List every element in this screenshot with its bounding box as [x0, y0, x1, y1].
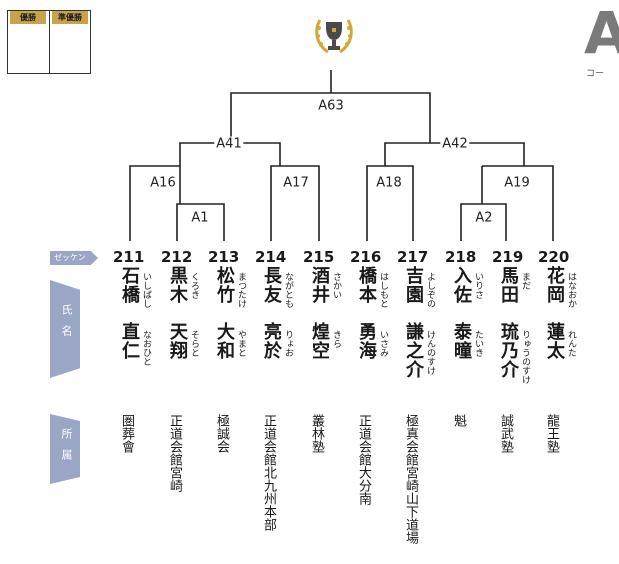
affiliation-section-tab: 所属	[50, 414, 80, 484]
given-kana: けんのすけ	[425, 330, 435, 375]
given-name: 亮於	[261, 322, 282, 360]
name-section-label: 氏名	[60, 304, 73, 346]
surname-kana: いしばし	[141, 272, 151, 308]
given-kana: きら	[331, 330, 341, 348]
affiliation-section-label: 所属	[60, 428, 73, 470]
bib-number: 212	[161, 248, 193, 266]
bib-number: 218	[445, 248, 477, 266]
match-label: A63	[316, 98, 346, 114]
winner-header: 優勝	[10, 11, 46, 24]
surname-kana: さかい	[331, 272, 341, 299]
surname-kana: いりさ	[473, 272, 483, 299]
surname-kana: ながとも	[283, 272, 293, 308]
surname-kana: よしぞの	[425, 272, 435, 308]
bib-number: 219	[492, 248, 524, 266]
surname: 石橋	[119, 266, 140, 304]
bib-number: 213	[208, 248, 240, 266]
court-subtitle: コー	[586, 69, 605, 79]
surname: 馬田	[498, 266, 519, 304]
given-kana: いさみ	[378, 330, 388, 357]
given-name: 謙之介	[403, 322, 424, 379]
surname: 松竹	[214, 266, 235, 304]
surname-kana: まつたけ	[236, 272, 246, 308]
match-label: A42	[440, 136, 470, 152]
surname: 橋本	[356, 266, 377, 304]
bib-number: 211	[113, 248, 145, 266]
given-kana: そらと	[189, 330, 199, 357]
bib-number: 215	[303, 248, 335, 266]
runner-up-header: 準優勝	[52, 11, 88, 24]
affiliation: 極真会館宮崎山下道場	[403, 414, 418, 544]
affiliation: 誠武塾	[498, 414, 513, 453]
surname-kana: はしもと	[378, 272, 388, 308]
given-kana: たいき	[473, 330, 483, 357]
given-name: 蓮太	[544, 322, 565, 360]
match-label: A41	[214, 136, 244, 152]
affiliation: 正道会館北九州本部	[261, 414, 276, 531]
bib-number: 220	[538, 248, 570, 266]
given-kana: やまと	[236, 330, 246, 357]
zekken-label: ゼッケン	[50, 251, 98, 265]
court-letter: A	[584, 0, 619, 67]
surname: 花岡	[544, 266, 565, 304]
match-label: A17	[281, 175, 311, 191]
affiliation: 正道会館宮崎	[167, 414, 182, 492]
affiliation: 極誠会	[214, 414, 229, 453]
surname: 長友	[261, 266, 282, 304]
bib-number: 214	[255, 248, 287, 266]
given-kana: りょお	[283, 330, 293, 357]
given-name: 煌空	[309, 322, 330, 360]
bib-number: 217	[397, 248, 429, 266]
surname: 吉園	[403, 266, 424, 304]
surname-kana: はなおか	[566, 272, 576, 308]
result-box: 優勝 準優勝	[7, 10, 91, 74]
surname: 酒井	[309, 266, 330, 304]
affiliation: 魁	[451, 414, 466, 427]
affiliation: 龍王塾	[544, 414, 559, 453]
given-kana: りゅうのすけ	[520, 330, 530, 384]
surname: 入佐	[451, 266, 472, 304]
given-name: 琉乃介	[498, 322, 519, 379]
match-label: A16	[148, 175, 178, 191]
bib-number: 216	[350, 248, 382, 266]
name-section-tab: 氏名	[50, 280, 80, 378]
match-label: A19	[502, 175, 532, 191]
match-label: A18	[374, 175, 404, 191]
surname: 黒木	[167, 266, 188, 304]
given-name: 直仁	[119, 322, 140, 360]
given-name: 泰曈	[451, 322, 472, 360]
affiliation: 正道会館大分南	[356, 414, 371, 505]
given-name: 大和	[214, 322, 235, 360]
result-divider	[49, 11, 50, 73]
affiliation: 圏葬會	[119, 414, 134, 453]
surname-kana: まだ	[520, 272, 530, 290]
affiliation: 叢林塾	[309, 414, 324, 453]
given-name: 天翔	[167, 322, 188, 360]
surname-kana: くろき	[189, 272, 199, 299]
given-name: 勇海	[356, 322, 377, 360]
match-label: A1	[189, 210, 211, 226]
given-kana: れんた	[566, 330, 576, 357]
match-label: A2	[473, 210, 495, 226]
given-kana: なおひと	[141, 330, 151, 366]
trophy-icon	[312, 14, 356, 58]
